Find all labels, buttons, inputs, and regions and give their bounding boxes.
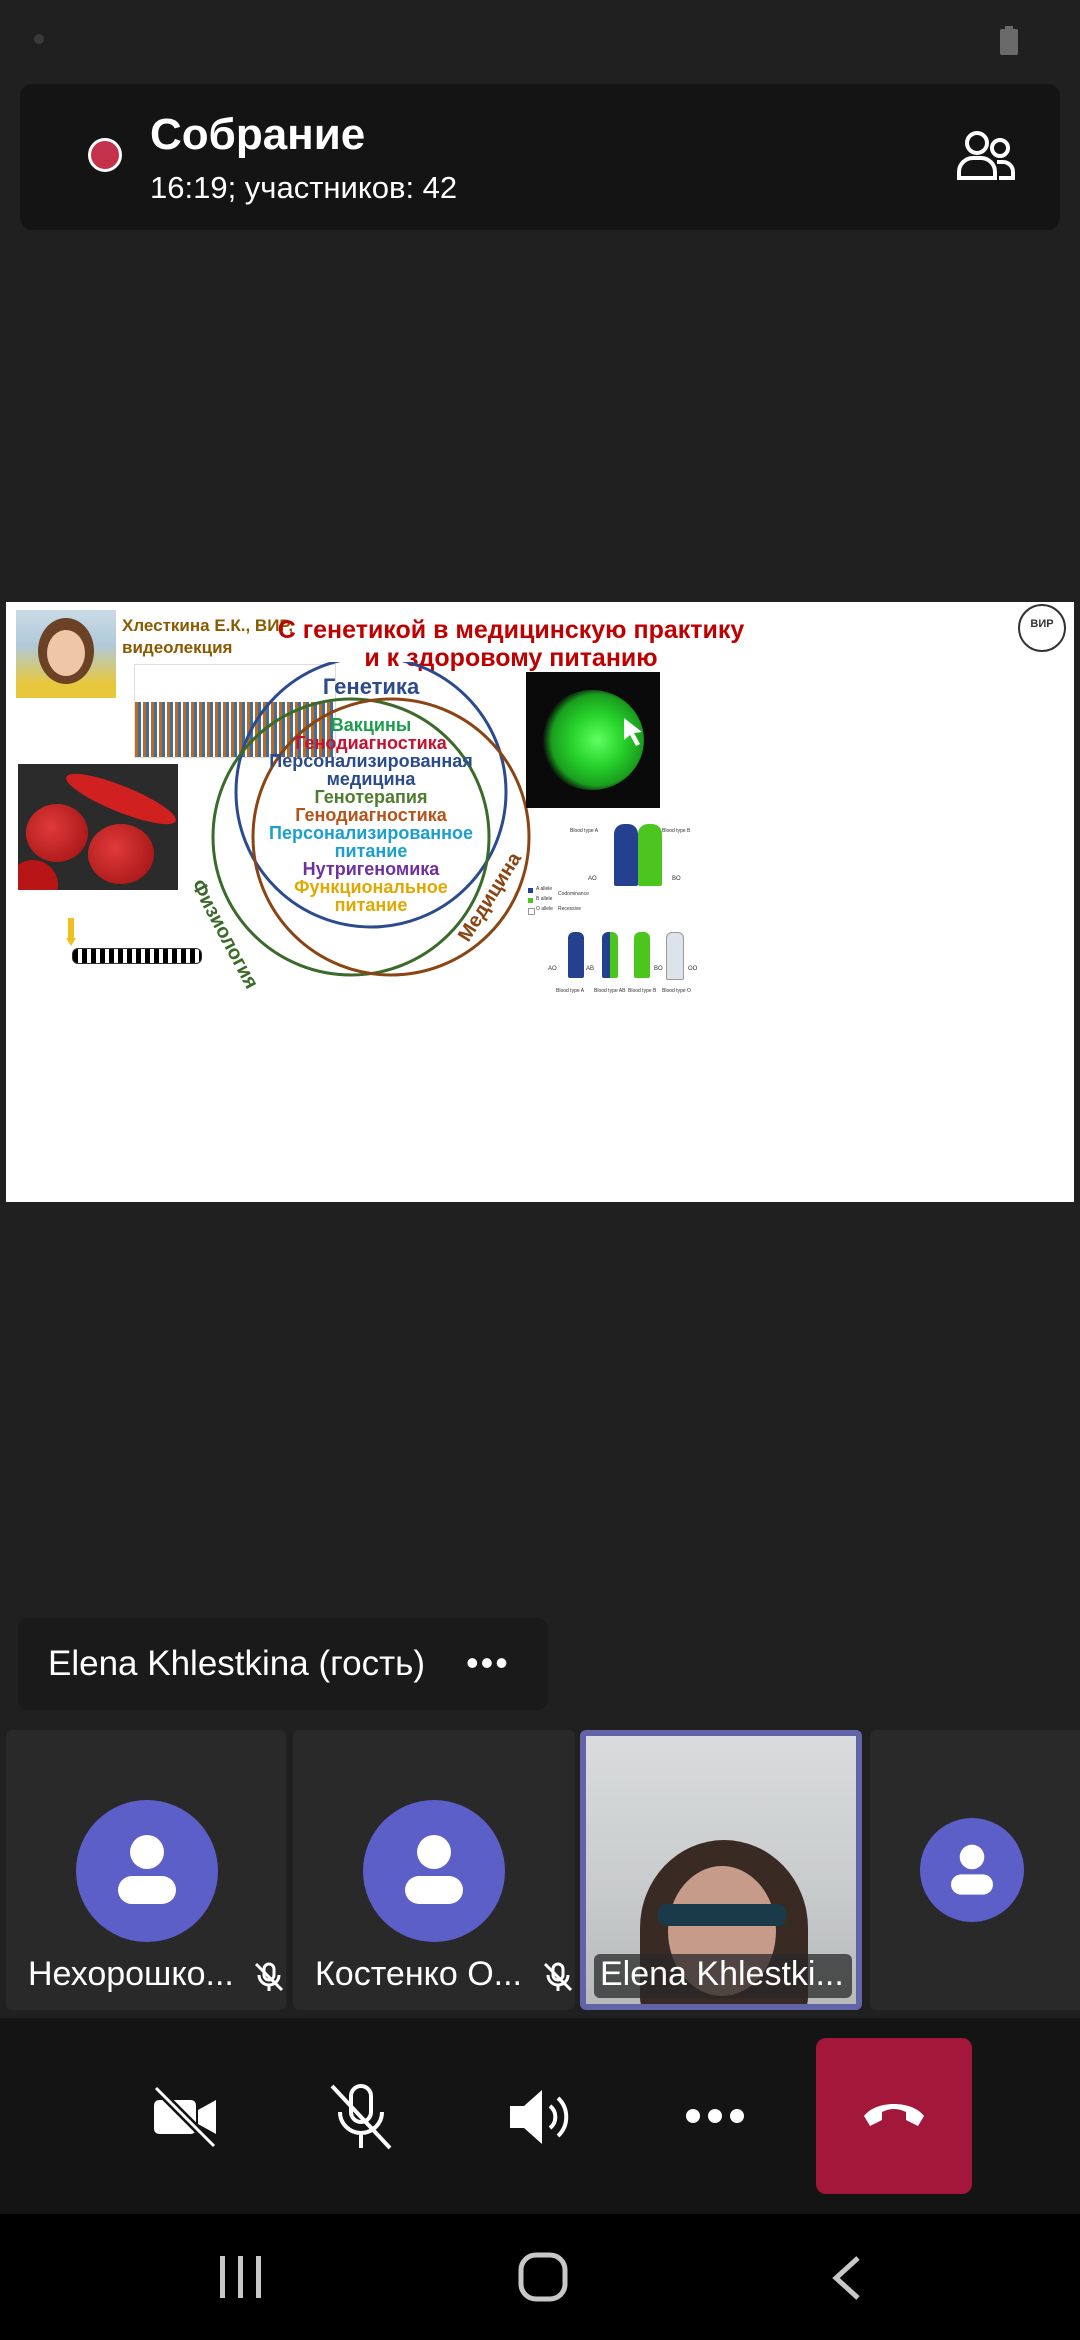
venn-item: Персонализированное xyxy=(269,823,473,843)
venn-label-genetics: Генетика xyxy=(322,674,420,699)
venn-circle-physiology xyxy=(211,697,491,977)
venn-item: Генодиагностика xyxy=(295,805,447,825)
venn-item: питание xyxy=(334,841,408,861)
home-icon[interactable] xyxy=(518,2252,568,2302)
participant-name: Нехорошко... xyxy=(28,1955,234,1993)
hangup-icon xyxy=(864,2104,924,2126)
people-icon[interactable] xyxy=(955,126,1017,188)
speaker-icon[interactable] xyxy=(504,2082,574,2152)
venn-item: Персонализированная xyxy=(269,751,473,771)
participant-name: Костенко О... xyxy=(315,1955,522,1993)
fluorescent-nucleus-image xyxy=(526,672,660,808)
system-navigation-bar xyxy=(0,2214,1080,2340)
venn-item: Генотерапия xyxy=(314,787,428,807)
participant-name-label-bg xyxy=(594,1954,852,1998)
blood-type-inheritance-diagram: Blood type A Blood type B AO BO A allele… xyxy=(522,820,702,998)
slide-title-line-2: и к здоровому питанию xyxy=(364,644,658,672)
venn-circle-medicine xyxy=(251,697,531,977)
meeting-subtitle: 16:19; участников: 42 xyxy=(150,170,458,205)
avatar xyxy=(76,1800,218,1942)
participant-name: Elena Khlestki... xyxy=(600,1955,844,1993)
battery-icon xyxy=(1000,26,1018,55)
institute-logo: ВИР xyxy=(1018,604,1066,652)
mic-off-icon xyxy=(254,1962,284,1992)
presenter-name: Elena Khlestkina (гость) xyxy=(48,1644,425,1683)
chromosome-diagram xyxy=(66,918,206,998)
venn-circle-genetics xyxy=(234,662,508,929)
status-indicator xyxy=(34,34,44,44)
venn-item: медицина xyxy=(326,769,416,789)
author-photo xyxy=(16,610,116,698)
mic-off-icon[interactable] xyxy=(326,2080,396,2154)
presenter-name-bar xyxy=(18,1618,548,1710)
author-line-2: видеолекция xyxy=(122,638,233,657)
participant-tile[interactable]: Костенко О... xyxy=(293,1730,575,2010)
venn-item: Генодиагностика xyxy=(295,733,447,753)
mic-off-icon xyxy=(543,1962,573,1992)
recent-apps-icon[interactable] xyxy=(218,2256,264,2298)
venn-item: Функциональное xyxy=(294,877,448,897)
venn-diagram xyxy=(211,662,531,977)
sickle-cell-image xyxy=(18,764,178,890)
genome-bar-chart-image xyxy=(134,664,336,758)
participant-tile[interactable] xyxy=(870,1730,1080,2010)
slide-title-line-1: С генетикой в медицинскую практику xyxy=(277,616,745,644)
author-line-1: Хлесткина Е.К., ВИР, xyxy=(122,616,294,635)
venn-item: Вакцины xyxy=(330,715,412,735)
meeting-title: Собрание xyxy=(150,110,366,159)
more-icon[interactable] xyxy=(684,2106,746,2126)
recording-indicator-icon xyxy=(88,138,122,172)
back-icon[interactable] xyxy=(830,2254,862,2302)
avatar xyxy=(363,1800,505,1942)
meeting-header xyxy=(20,84,1060,230)
camera-off-icon[interactable] xyxy=(150,2082,220,2152)
participant-video-tile-active-speaker[interactable]: Elena Khlestki... xyxy=(580,1730,862,2010)
participant-tile[interactable]: Нехорошко... xyxy=(6,1730,286,2010)
shared-presentation-slide: Хлесткина Е.К., ВИР, видеолекция С генет… xyxy=(6,602,1074,1202)
venn-item: питание xyxy=(334,895,408,915)
avatar xyxy=(920,1818,1024,1922)
venn-item: Нутригеномика xyxy=(302,859,440,879)
hangup-button[interactable] xyxy=(816,2038,972,2194)
presenter-more-options-icon[interactable]: ••• xyxy=(466,1642,510,1683)
